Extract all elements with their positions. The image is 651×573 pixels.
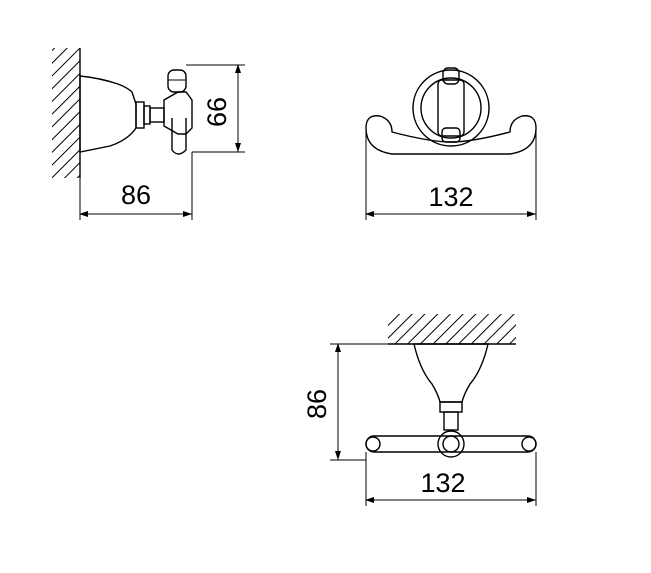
front-hook-arms [365, 115, 537, 155]
base-flange-top [413, 343, 489, 403]
base-flange-side [79, 75, 137, 153]
side-width-label: 86 [121, 180, 151, 210]
top-width-label: 132 [420, 468, 465, 498]
side-height-label: 66 [202, 97, 232, 127]
top-crossbar [365, 435, 537, 453]
side-view: 66 86 [52, 48, 245, 220]
top-depth-label: 86 [302, 389, 332, 419]
wall-hatch-top [388, 314, 516, 344]
top-view: 86 132 [302, 314, 537, 506]
front-width-label: 132 [428, 182, 473, 212]
front-view: 132 [365, 67, 537, 220]
wall-hatch-side [52, 48, 80, 178]
